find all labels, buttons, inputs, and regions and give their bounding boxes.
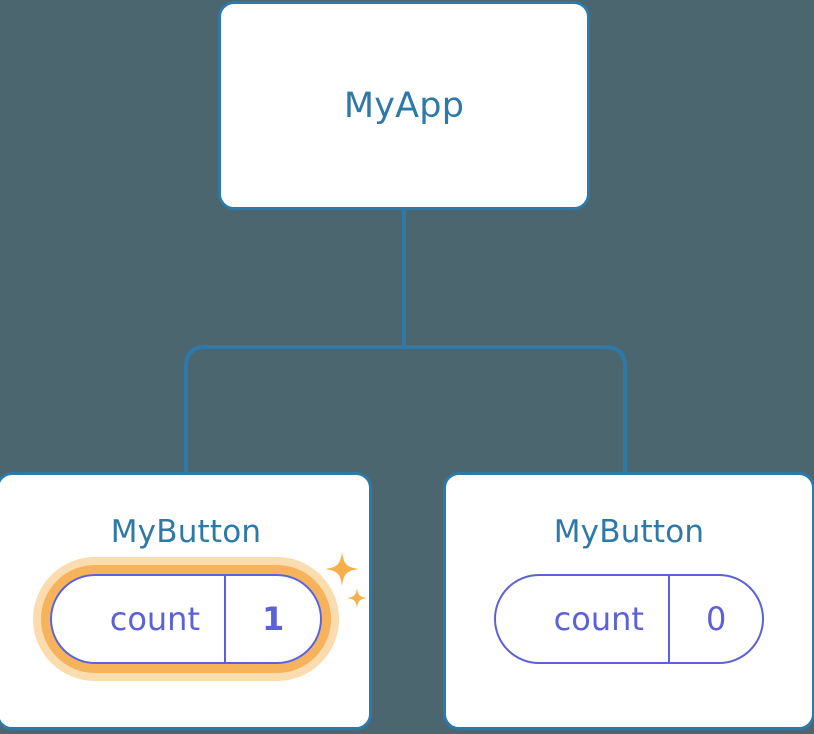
state-pill[interactable]: count 1 <box>49 574 323 664</box>
child-left-title: MyButton <box>110 514 262 550</box>
connector-child-bus <box>184 345 627 472</box>
state-key-label: count <box>109 600 200 638</box>
child-right-title: MyButton <box>553 514 705 550</box>
state-pill[interactable]: count 0 <box>493 574 765 664</box>
state-value-label: 1 <box>224 576 320 662</box>
state-badge-highlighted[interactable]: count 1 <box>32 552 368 681</box>
tree-node-child-right[interactable]: MyButton count 0 <box>443 472 814 730</box>
child-right-content: MyButton count 0 <box>446 475 812 727</box>
root-node-title: MyApp <box>343 85 465 126</box>
sparkle-icon <box>325 552 368 608</box>
state-value-label: 0 <box>667 576 762 662</box>
child-left-content: MyButton count 1 <box>0 475 369 727</box>
state-key-label: count <box>553 600 644 638</box>
tree-node-child-left[interactable]: MyButton count 1 <box>0 472 372 730</box>
tree-node-root[interactable]: MyApp <box>218 1 590 210</box>
state-badge[interactable]: count 0 <box>493 574 765 664</box>
